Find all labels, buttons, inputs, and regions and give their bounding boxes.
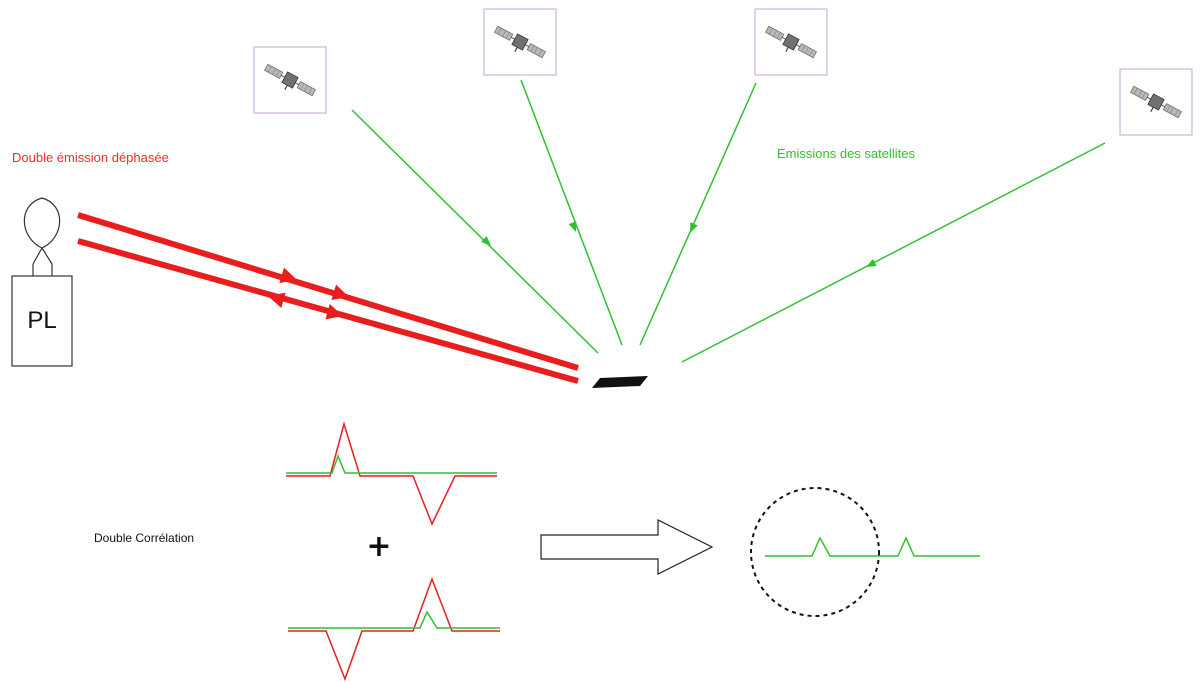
satellite-icon <box>754 8 828 76</box>
arrowhead-icon <box>690 222 698 233</box>
arrowhead-icon <box>279 267 297 283</box>
station-box <box>11 275 73 367</box>
double-emission-beams <box>77 212 579 384</box>
antenna-icon <box>23 197 61 276</box>
arrowhead-icon <box>325 303 343 320</box>
emission-ray <box>351 109 599 354</box>
emission-ray <box>520 79 623 346</box>
emission-ray <box>681 142 1106 363</box>
satellite-icon <box>253 46 327 114</box>
satellite-emission-rays <box>351 79 1106 363</box>
plus-sign: + <box>366 529 391 564</box>
emission-beam <box>77 212 579 371</box>
correlation-plot-bottom <box>288 576 500 682</box>
double-correlation-label: Double Corrélation <box>94 531 195 545</box>
arrowhead-icon <box>481 236 491 246</box>
beam-arrowheads <box>268 267 349 320</box>
satellite-emissions-label: Emissions des satellites <box>777 146 915 161</box>
correlation-plot-top <box>286 421 497 526</box>
double-emission-label: Double émission déphasée <box>12 150 169 165</box>
reflector-icon <box>592 376 648 388</box>
arrowhead-icon <box>568 221 577 232</box>
satellite-icon <box>1119 68 1193 136</box>
station-label: PL <box>27 307 57 334</box>
emission-ray <box>639 82 757 346</box>
satellite-icon <box>483 8 557 76</box>
arrowhead-icon <box>331 284 349 300</box>
emission-arrowheads <box>481 221 877 267</box>
result-signal-line <box>765 536 980 557</box>
arrowhead-icon <box>268 292 286 309</box>
arrowhead-icon <box>866 258 877 267</box>
hollow-arrow-icon <box>540 519 714 575</box>
dashed-circle <box>750 487 880 617</box>
